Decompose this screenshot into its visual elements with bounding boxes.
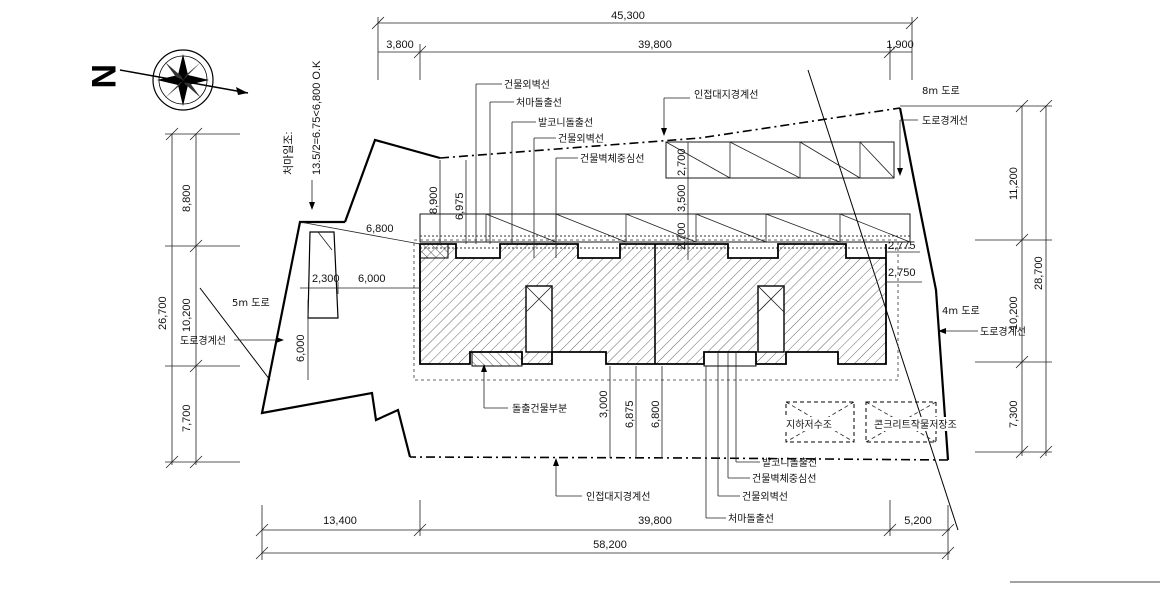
dim-left-mid: 10,200	[181, 298, 193, 332]
label-protrusion: 돌출건물부분	[512, 403, 567, 415]
north-letter: N	[84, 64, 122, 89]
label-building-center-1: 건물벽체중심선	[580, 153, 644, 165]
dim-bottom-mid: 39,800	[638, 515, 672, 527]
label-building-outer-3: 건물외벽선	[742, 491, 788, 503]
building-footprint	[413, 239, 899, 381]
label-building-outer-2: 건물외벽선	[558, 133, 604, 145]
eaves-slope-note: 처마일조: 13.5/2=6.75<6,800 O.K	[281, 60, 323, 210]
slope-note: 13.5/2=6.75<6,800 O.K	[311, 60, 323, 175]
label-building-center-2: 건물벽체중심선	[752, 473, 816, 485]
dim-bottom-total: 58,200	[593, 539, 627, 551]
label-eaves-2: 처마돌출선	[728, 513, 774, 525]
dim-right-mid: 10,200	[1008, 296, 1020, 330]
dim-top-mid: 39,800	[638, 39, 672, 51]
dim-8900: 8,900	[428, 186, 440, 214]
label-eaves-1: 처마돌출선	[516, 97, 562, 109]
north-arrow: N	[84, 49, 249, 111]
dim-bottom-left: 13,400	[323, 515, 357, 527]
dim-6875: 6,875	[624, 400, 636, 428]
dim-2700a: 2,700	[676, 148, 688, 176]
label-road-boundary-right-top: 도로경계선	[922, 114, 968, 127]
label-balcony-2: 발코니돌출선	[762, 457, 817, 469]
dim-right-bottom: 7,300	[1008, 400, 1020, 428]
label-road-boundary-right: 도로경계선	[980, 325, 1026, 338]
dim-left-total: 26,700	[157, 296, 169, 330]
dim-right-top: 11,200	[1008, 167, 1020, 200]
label-road-8m: 8m 도로	[922, 86, 960, 97]
left-dimensions: 26,700 8,800 10,200 7,700	[157, 127, 240, 469]
label-adjacent-bottom: 인접대지경계선	[586, 490, 650, 503]
dim-bottom-right: 5,200	[904, 515, 932, 527]
dim-top-right: 1,900	[886, 39, 914, 51]
concrete-tank-label: 콘크리트작물저장조	[874, 419, 957, 431]
label-building-outer-1: 건물외벽선	[504, 79, 550, 91]
top-annotations: 건물외벽선 처마돌출선 발코니돌출선 건물외벽선 건물벽체중심선 인접대지경계선…	[475, 79, 968, 258]
dim-left-top: 8,800	[181, 184, 193, 212]
label-balcony-1: 발코니돌출선	[538, 117, 593, 129]
dim-left-bottom: 7,700	[181, 404, 193, 432]
slope-title: 처마일조:	[281, 131, 295, 175]
label-road-4m: 4m 도로	[942, 306, 980, 317]
label-road-boundary-left: 도로경계선	[180, 334, 226, 347]
dim-2700b: 2,700	[676, 222, 688, 250]
label-adjacent-top: 인접대지경계선	[694, 88, 758, 101]
bottom-dimensions: 13,400 39,800 5,200 58,200	[255, 500, 955, 560]
dim-3000: 3,000	[598, 390, 610, 418]
dim-top-left: 3,800	[386, 39, 414, 51]
bottom-annotations: 돌출건물부분 발코니돌출선 건물벽체중심선 건물외벽선 처마돌출선 인접대지경계…	[481, 352, 817, 525]
road-annotations: 5m 도로 도로경계선 4m 도로 도로경계선	[180, 298, 1026, 347]
dim-6975: 6,975	[454, 192, 466, 220]
dim-6800v: 6,800	[650, 400, 662, 428]
underground-tank-label: 지하저수조	[786, 418, 832, 431]
dim-2750: 2,750	[888, 267, 916, 279]
dim-2300: 2,300	[312, 273, 340, 285]
dim-6000h: 6,000	[358, 273, 386, 285]
dim-6800: 6,800	[366, 223, 394, 235]
internal-dimensions: 8,900 6,975 2,700 3,500 2,700 6,800 2,30…	[295, 142, 922, 458]
top-dimensions: 45,300 3,800 39,800 1,900	[371, 10, 919, 80]
dim-3500: 3,500	[676, 184, 688, 212]
right-dimensions: 11,200 10,200 7,300 28,700	[900, 99, 1053, 459]
storage-tanks: 지하저수조 콘크리트작물저장조	[782, 401, 976, 443]
dim-6000v: 6,000	[295, 334, 307, 362]
dim-top-total: 45,300	[611, 10, 645, 22]
label-road-5m: 5m 도로	[232, 298, 270, 309]
dim-2775: 2,775	[888, 240, 916, 252]
dim-right-total: 28,700	[1033, 256, 1045, 290]
